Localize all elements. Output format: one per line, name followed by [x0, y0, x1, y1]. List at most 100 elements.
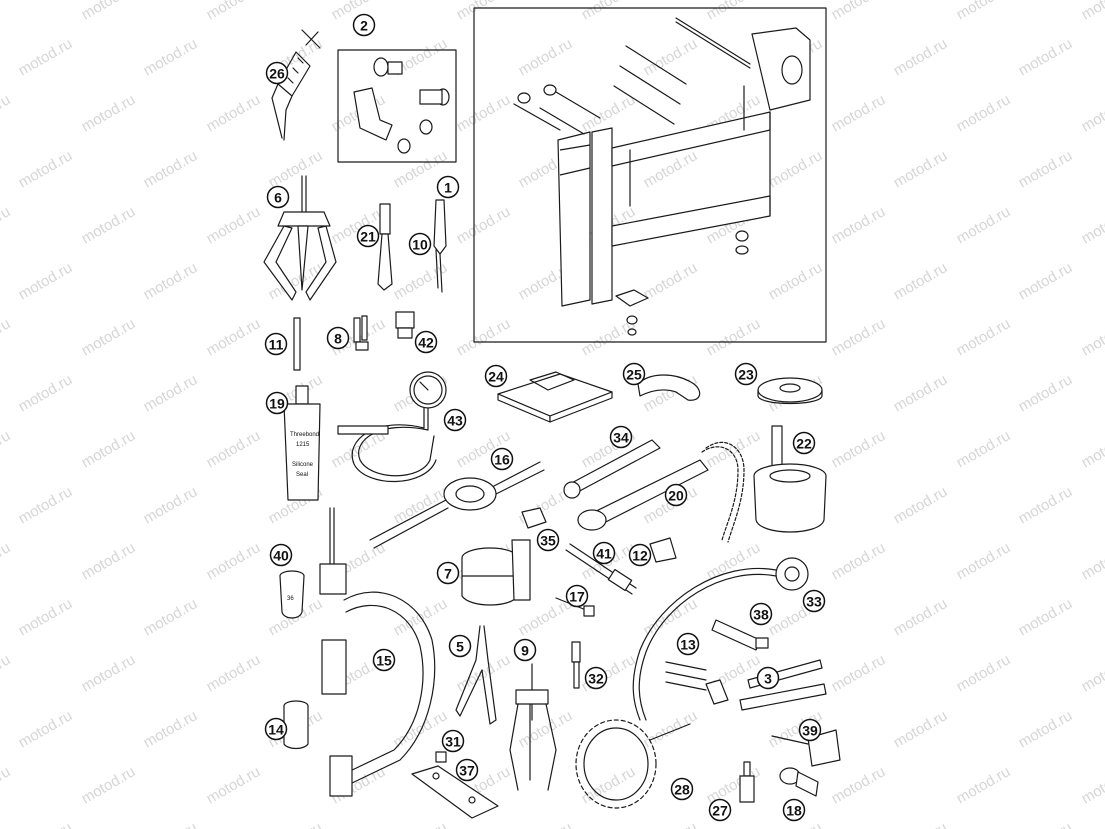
watermark-text: motod.ru — [1016, 147, 1076, 191]
watermark-text: motod.ru — [829, 0, 889, 23]
watermark-text: motod.ru — [1016, 595, 1076, 639]
callout-circle — [584, 666, 608, 690]
callout-6: 6 — [266, 185, 290, 209]
watermark-text: motod.ru — [0, 763, 13, 807]
watermark-text: motod.ru — [1079, 315, 1105, 359]
callout-27: 27 — [708, 798, 732, 822]
callout-circle — [792, 431, 816, 455]
part-41-spindle — [565, 543, 637, 595]
watermark-text: motod.ru — [16, 595, 76, 639]
part-38-shaft — [711, 619, 769, 651]
watermark-text: motod.ru — [641, 595, 701, 639]
watermark-text: motod.ru — [1079, 651, 1105, 695]
watermark-text: motod.ru — [79, 427, 139, 471]
callout-number: 34 — [613, 430, 629, 446]
callout-circle — [734, 362, 758, 386]
part-22-press-cylinder — [753, 425, 827, 533]
watermark-text: motod.ru — [1079, 763, 1105, 807]
watermark-text: motod.ru — [204, 0, 264, 23]
watermark-text: motod.ru — [141, 259, 201, 303]
callout-18: 18 — [782, 798, 806, 822]
watermark-text: motod.ru — [516, 707, 576, 751]
callout-number: 14 — [268, 722, 284, 738]
watermark-text: motod.ru — [704, 0, 764, 23]
callout-5: 5 — [448, 634, 472, 658]
part-25-clip — [637, 374, 701, 401]
callout-21: 21 — [356, 224, 380, 248]
callout-number: 8 — [334, 331, 342, 347]
callout-23: 23 — [734, 362, 758, 386]
watermark-text: motod.ru — [891, 35, 951, 79]
callout-number: 9 — [521, 643, 529, 659]
callout-number: 18 — [786, 803, 802, 819]
callout-circle — [266, 185, 290, 209]
callout-number: 35 — [540, 533, 556, 549]
watermark-text: motod.ru — [641, 259, 701, 303]
callout-number: 16 — [494, 452, 510, 468]
watermark-text: motod.ru — [16, 819, 76, 829]
part-15-press-frame — [319, 507, 436, 797]
callout-circle — [269, 543, 293, 567]
callout-circle — [484, 364, 508, 388]
callout-9: 9 — [513, 638, 537, 662]
callout-circle — [565, 584, 589, 608]
watermark-text: motod.ru — [954, 0, 1014, 23]
part-34-wrench — [563, 439, 661, 499]
watermark-text: motod.ru — [454, 651, 514, 695]
callout-circle — [670, 777, 694, 801]
callout-number: 5 — [456, 639, 464, 655]
callout-circle — [436, 561, 460, 585]
watermark-text: motod.ru — [954, 91, 1014, 135]
callout-32: 32 — [584, 666, 608, 690]
watermark-text: motod.ru — [954, 427, 1014, 471]
watermark-text: motod.ru — [1079, 427, 1105, 471]
callout-10: 10 — [408, 232, 432, 256]
callout-43: 43 — [443, 408, 467, 432]
watermark-text: motod.ru — [16, 707, 76, 751]
watermark-text: motod.ru — [1079, 539, 1105, 583]
callout-circle — [513, 638, 537, 662]
callout-39: 39 — [798, 718, 822, 742]
callout-40: 40 — [269, 543, 293, 567]
watermark-text: motod.ru — [454, 91, 514, 135]
callout-number: 11 — [269, 337, 284, 353]
callout-number: 40 — [273, 548, 289, 564]
callout-number: 22 — [796, 436, 812, 452]
watermark-text: motod.ru — [829, 91, 889, 135]
watermark-text: motod.ru — [0, 427, 13, 471]
callout-circle — [490, 447, 514, 471]
part-11-pin — [293, 317, 301, 371]
callout-19: 19 — [265, 391, 289, 415]
callout-number: 27 — [712, 803, 728, 819]
callout-circle — [441, 729, 465, 753]
callout-11: 11 — [264, 332, 288, 356]
callout-number: 1 — [444, 180, 452, 196]
part-5-pliers — [455, 625, 497, 725]
watermark-text: motod.ru — [141, 147, 201, 191]
callout-circle — [356, 224, 380, 248]
watermark-text: motod.ru — [141, 595, 201, 639]
watermark-text: motod.ru — [1016, 259, 1076, 303]
callout-number: 23 — [738, 367, 754, 383]
watermark-text: motod.ru — [266, 819, 326, 829]
watermark-text: motod.ru — [204, 91, 264, 135]
part-24-plate — [497, 371, 613, 423]
part-40-socket: 36 — [279, 570, 305, 619]
watermark-text: motod.ru — [829, 763, 889, 807]
watermark-text: motod.ru — [454, 203, 514, 247]
watermark-text: motod.ru — [891, 259, 951, 303]
callout-number: 20 — [668, 488, 684, 504]
watermark-text: motod.ru — [891, 371, 951, 415]
watermark-text: motod.ru — [829, 651, 889, 695]
callout-number: 13 — [680, 637, 696, 653]
watermark-text: motod.ru — [16, 35, 76, 79]
watermark-text: motod.ru — [766, 259, 826, 303]
watermark-text: motod.ru — [1016, 35, 1076, 79]
watermark-text: motod.ru — [891, 595, 951, 639]
watermark-text: motod.ru — [1016, 483, 1076, 527]
callout-circle — [264, 717, 288, 741]
callout-number: 31 — [445, 734, 461, 750]
watermark-text: motod.ru — [704, 315, 764, 359]
watermark-text: motod.ru — [79, 315, 139, 359]
watermark-text: motod.ru — [579, 763, 639, 807]
